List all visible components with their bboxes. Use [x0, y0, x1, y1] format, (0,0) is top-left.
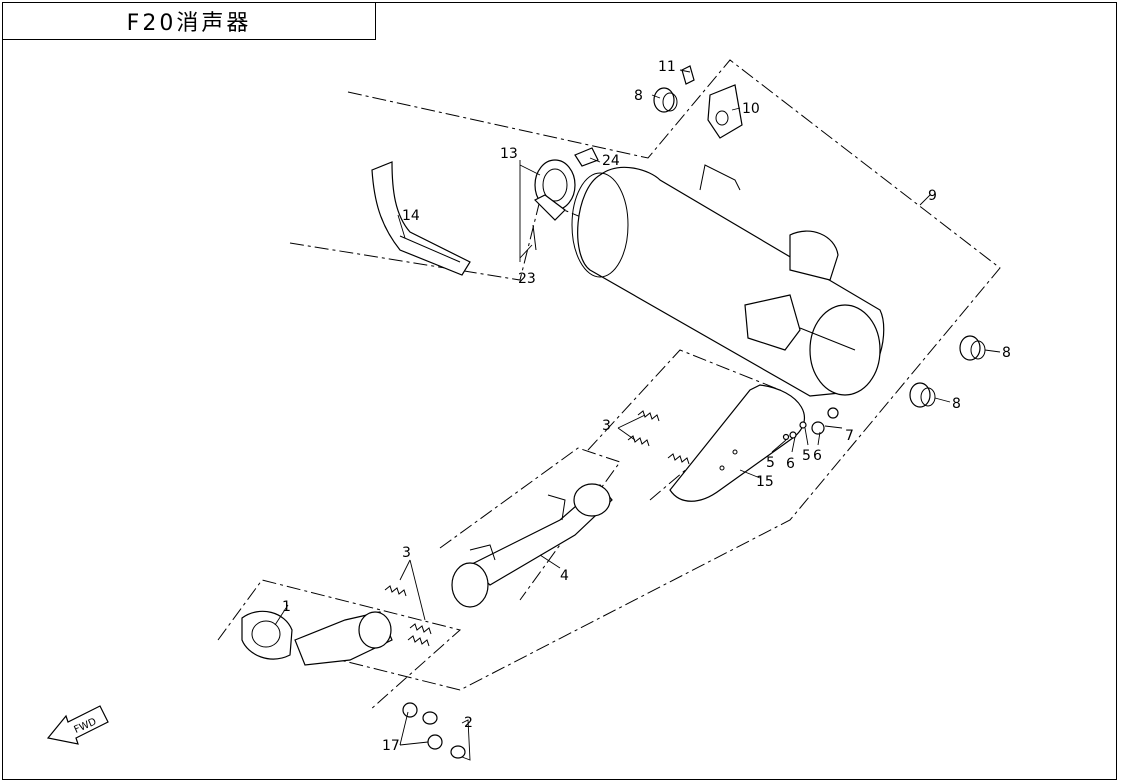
front-pipe [371, 161, 471, 276]
callout-5-left: 5 [766, 455, 775, 471]
callout-13: 13 [500, 146, 518, 162]
grommets-right [909, 335, 986, 408]
callout-7: 7 [845, 428, 854, 444]
callout-6-left: 6 [786, 456, 795, 472]
callout-3-upper: 3 [602, 418, 611, 434]
callout-9: 9 [928, 188, 937, 204]
callout-15: 15 [756, 474, 774, 490]
callout-8-right: 8 [1002, 345, 1011, 361]
callout-8-lower: 8 [952, 396, 961, 412]
callout-10: 10 [742, 101, 760, 117]
callout-6-right: 6 [813, 448, 822, 464]
callout-3-lower: 3 [402, 545, 411, 561]
page-title: F20消声器 [2, 2, 376, 40]
outline-muffler-group [339, 59, 1001, 691]
callout-17: 17 [382, 738, 400, 754]
callout-23: 23 [518, 271, 536, 287]
callout-14: 14 [402, 208, 420, 224]
callout-4: 4 [560, 568, 569, 584]
springs [384, 410, 690, 647]
callout-2: 2 [464, 715, 473, 731]
callout-1: 1 [282, 599, 291, 615]
mid-pipe [451, 483, 613, 608]
callout-labels: 1 2 3 3 4 5 5 6 6 7 8 8 8 9 10 11 13 14 … [282, 59, 1011, 754]
muffler-body [571, 164, 885, 397]
leader-lines [274, 69, 1001, 761]
clamp-ring [532, 147, 599, 251]
fwd-arrow-icon: FWD [46, 705, 109, 745]
callout-24: 24 [602, 153, 620, 169]
callout-8-top: 8 [634, 88, 643, 104]
callout-11: 11 [658, 59, 676, 75]
outline-mid-pipe [439, 447, 621, 601]
hardware-nuts [782, 407, 839, 441]
top-mount [653, 65, 743, 139]
heat-shield [669, 384, 805, 502]
callout-5-right: 5 [802, 448, 811, 464]
outline-header [217, 579, 462, 711]
header-pipe [241, 610, 393, 666]
gaskets [402, 702, 466, 759]
